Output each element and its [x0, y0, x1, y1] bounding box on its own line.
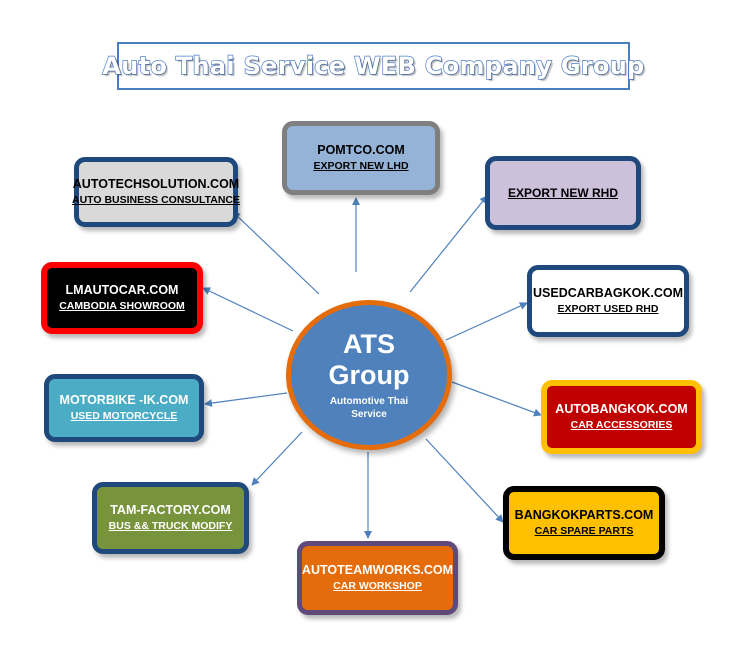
diagram-title: Auto Thai Service WEB Company Group — [102, 51, 645, 80]
arrow-to-lmautocar — [202, 287, 294, 332]
title-box: Auto Thai Service WEB Company Group — [102, 42, 645, 90]
center-node-ats-group: ATS Group Automotive Thai Service — [286, 300, 452, 450]
arrow-to-bangkokparts — [425, 438, 504, 523]
node-link-label[interactable]: CAMBODIA SHOWROOM — [59, 300, 185, 312]
arrow-to-usedcarbagkok — [445, 302, 528, 341]
node-link-label[interactable]: AUTO BUSINESS CONSULTANCE — [72, 194, 241, 206]
arrow-to-export-rhd — [409, 195, 488, 293]
node-name: POMTCO.COM — [317, 143, 405, 157]
node-name: AUTOTEAMWORKS.COM — [301, 563, 454, 577]
node-export-rhd: EXPORT NEW RHD — [485, 156, 641, 230]
node-name: TAM-FACTORY.COM — [110, 503, 231, 517]
node-name: LMAUTOCAR.COM — [65, 283, 179, 297]
node-link-label[interactable]: CAR WORKSHOP — [333, 580, 422, 592]
center-line-2: Group — [328, 360, 410, 390]
node-name: AUTOTECHSOLUTION.COM — [72, 177, 240, 191]
node-name: MOTORBIKE -IK.COM — [59, 393, 189, 407]
center-line-3: Automotive Thai — [329, 396, 409, 407]
node-lmautocar: LMAUTOCAR.COM CAMBODIA SHOWROOM — [41, 262, 203, 334]
node-link-label[interactable]: USED MOTORCYCLE — [70, 410, 178, 422]
node-link-label[interactable]: EXPORT NEW LHD — [313, 160, 409, 172]
node-link-label[interactable]: CAR SPARE PARTS — [534, 525, 634, 537]
node-name: AUTOBANGKOK.COM — [555, 402, 688, 416]
node-link-label[interactable]: EXPORT NEW RHD — [507, 185, 618, 200]
node-name: USEDCARBAGKOK.COM — [533, 286, 683, 300]
node-link-label[interactable]: CAR ACCESSORIES — [570, 419, 673, 431]
arrow-to-autobangkok — [451, 381, 542, 417]
node-name: BANGKOKPARTS.COM — [514, 508, 654, 522]
node-pomtco: POMTCO.COM EXPORT NEW LHD — [282, 121, 440, 195]
node-autoteamworks: AUTOTEAMWORKS.COM CAR WORKSHOP — [297, 541, 458, 615]
arrow-to-tamfactory — [251, 431, 303, 486]
center-line-1: ATS — [343, 329, 395, 359]
arrow-to-autotechsolution — [232, 211, 320, 295]
arrow-to-motorbike — [204, 392, 288, 408]
node-autobangkok: AUTOBANGKOK.COM CAR ACCESSORIES — [541, 380, 702, 454]
node-usedcarbagkok: USEDCARBAGKOK.COM EXPORT USED RHD — [527, 265, 689, 337]
node-link-label[interactable]: EXPORT USED RHD — [557, 303, 659, 315]
node-motorbike: MOTORBIKE -IK.COM USED MOTORCYCLE — [44, 374, 204, 442]
node-tamfactory: TAM-FACTORY.COM BUS && TRUCK MODIFY — [92, 482, 249, 554]
node-bangkokparts: BANGKOKPARTS.COM CAR SPARE PARTS — [503, 486, 665, 560]
center-line-4: Service — [351, 409, 387, 420]
node-autotechsolution: AUTOTECHSOLUTION.COM AUTO BUSINESS CONSUL… — [72, 157, 241, 227]
node-link-label[interactable]: BUS && TRUCK MODIFY — [108, 520, 233, 532]
